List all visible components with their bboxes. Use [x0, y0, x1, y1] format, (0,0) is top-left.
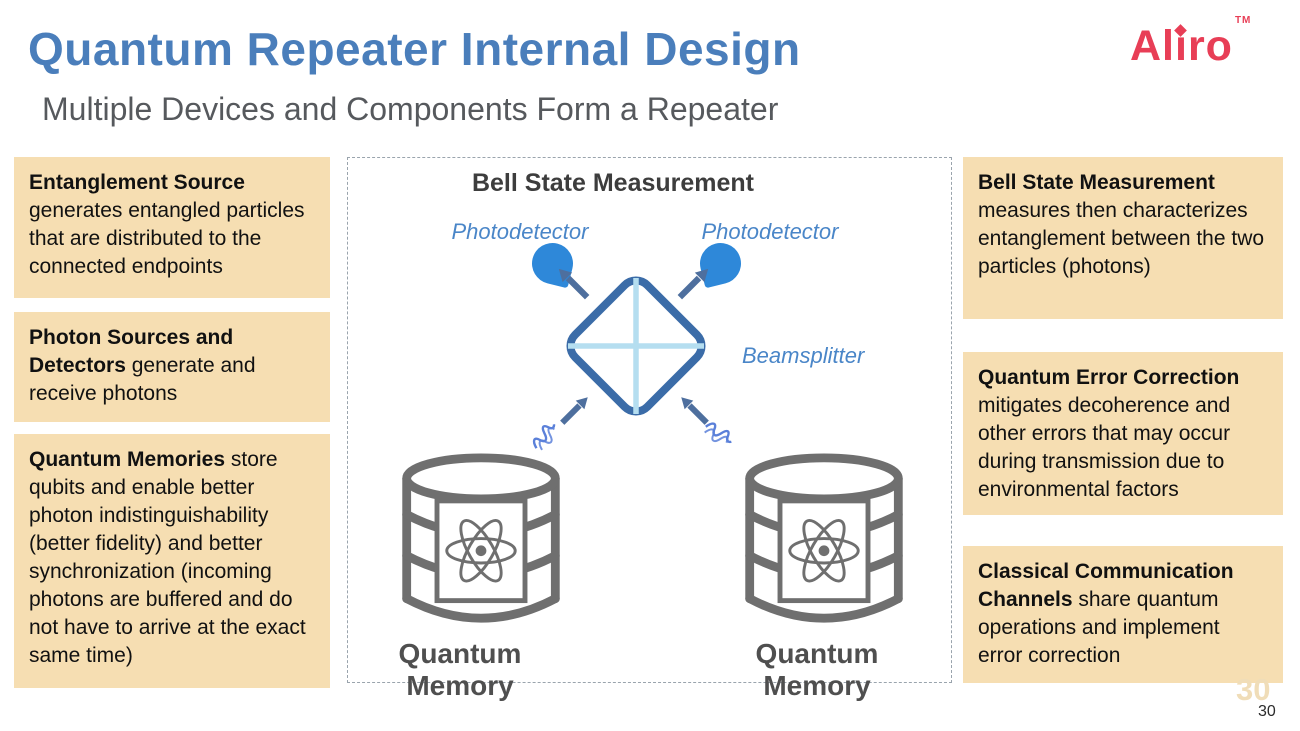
info-box-body: mitigates decoherence and other errors t… — [978, 394, 1231, 501]
arrow-up-right-icon — [677, 268, 709, 300]
beamsplitter-label: Beamsplitter — [742, 343, 865, 368]
info-box-body: generate and receive photons — [29, 354, 256, 405]
info-box-heading: Bell State Measurement — [978, 171, 1215, 194]
memory-label-left: Quantum Memory — [398, 638, 522, 701]
photodetector-label-right: Photodetector — [701, 219, 839, 244]
info-box-entanglement-source: Entanglement Source generates entangled … — [14, 157, 330, 298]
info-box-heading: Quantum Memories — [29, 448, 226, 471]
info-box-heading: Photon Sources and Detectors — [29, 326, 234, 377]
page-title: Quantum Repeater Internal Design — [28, 23, 801, 75]
info-box-quantum-error-correction: Quantum Error Correction mitigates decoh… — [963, 352, 1283, 515]
diagram-title: Bell State Measurement — [471, 169, 755, 197]
info-box-heading: Entanglement Source — [29, 171, 245, 194]
info-box-photon-sources: Photon Sources and Detectors generate an… — [14, 312, 330, 422]
watermark-page-number: 30 — [1236, 672, 1271, 707]
logo-i-diamond-dot: ı — [1174, 22, 1188, 70]
arrow-up-left-icon — [558, 268, 590, 300]
photon-squiggle-icon — [532, 424, 556, 451]
info-box-quantum-memories: Quantum Memories store qubits and enable… — [14, 434, 330, 688]
quantum-memory-icon-left — [402, 453, 560, 623]
quantum-memory-icon-right — [745, 453, 903, 623]
info-box-body: generates entangled particles that are d… — [29, 199, 305, 278]
info-box-heading: Classical Communication Channels — [978, 560, 1234, 611]
arrow-up-left-icon — [681, 397, 709, 425]
info-box-bell-state-measurement: Bell State Measurement measures then cha… — [963, 157, 1283, 319]
page-subtitle: Multiple Devices and Components Form a R… — [42, 91, 779, 127]
memory-label-right: Quantum Memory — [755, 638, 879, 701]
diagram-panel — [347, 157, 952, 683]
info-box-heading: Quantum Error Correction — [978, 366, 1240, 389]
photon-squiggle-icon — [704, 422, 732, 444]
info-box-body: share quantum operations and implement e… — [978, 588, 1220, 667]
arrow-up-right-icon — [560, 397, 588, 425]
info-box-body: measures then characterizes entanglement… — [978, 199, 1265, 278]
trademark-symbol: TM — [1234, 14, 1252, 26]
photodetector-label-left: Photodetector — [451, 219, 589, 244]
info-box-body: store qubits and enable better photon in… — [29, 448, 306, 667]
page-number: 30 — [1258, 703, 1276, 720]
beamsplitter-icon — [566, 276, 706, 416]
logo-text-suffix: ro — [1187, 22, 1233, 70]
logo-text: Al — [1130, 22, 1175, 70]
info-box-classical-communication: Classical Communication Channels share q… — [963, 546, 1283, 683]
